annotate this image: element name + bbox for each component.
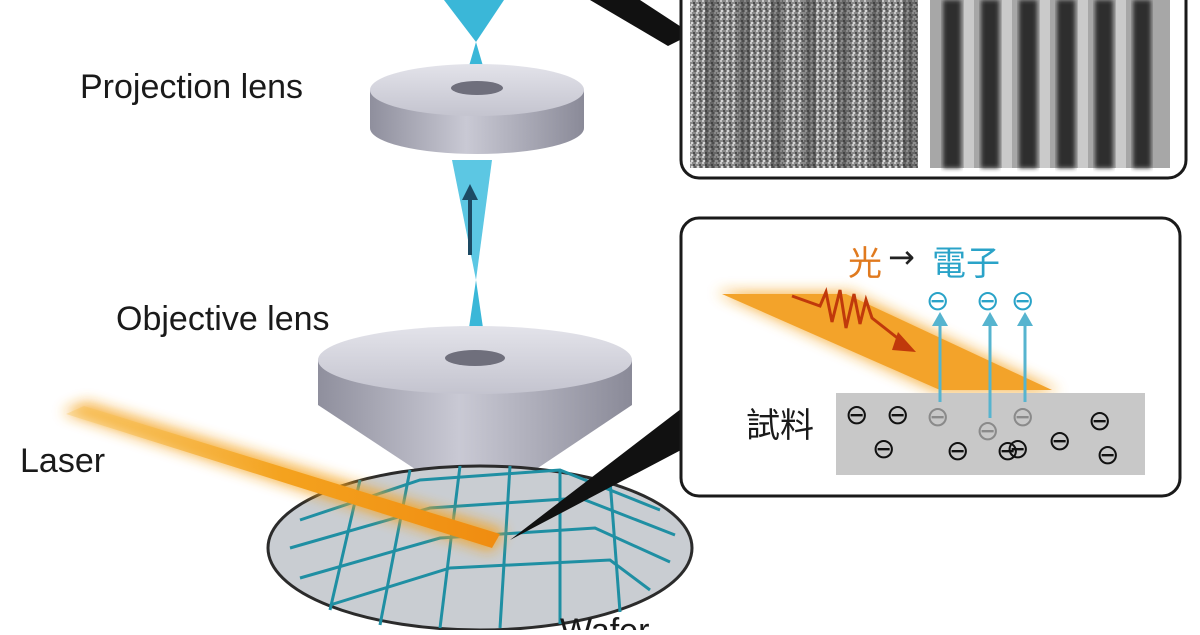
wafer-label: Wafer [560,612,649,630]
wafer-grid [289,465,676,629]
light-to-electron-arrow: → [888,238,915,276]
projection-lens-label: Projection lens [80,68,304,106]
upper-callout-pointer [590,0,692,46]
photon-wave [791,286,901,342]
sample-electron: ⊖ [1096,438,1120,471]
sample-electron: ⊖ [886,398,910,431]
sample-electron: ⊖ [1088,404,1112,437]
electron-label: 電子 [932,244,1000,284]
sample-electron: ⊖ [946,434,970,467]
objective-lens-label: Objective lens [116,300,330,338]
sample-electron: ⊖ [1048,424,1072,457]
sample-label: 試料 [746,406,814,446]
sample-electron: ⊖ [872,432,896,465]
laser-beam [62,402,505,552]
noisy-fringe-image [690,0,918,168]
emitted-electron: ⊖ [926,284,950,317]
sample-electron-leaving: ⊖ [926,400,950,433]
image-inset [679,0,1188,180]
clean-fringe-image [930,0,1170,168]
photoemission-inset [679,216,1182,498]
projection-lens [370,64,584,154]
emission-arrows [938,322,1027,418]
lower-callout-pointer [510,402,700,540]
emitted-electron: ⊖ [1011,284,1035,317]
sample-electron-leaving: ⊖ [1011,400,1035,433]
sample-electron: ⊖ [845,398,869,431]
sample-electron-leaving: ⊖ [976,414,1000,447]
sample-electron: ⊖ [1006,432,1030,465]
sample-electron: ⊖ [996,434,1020,467]
laser-label: Laser [20,442,106,480]
emitted-electron: ⊖ [976,284,1000,317]
light-label: 光 [848,244,882,284]
objective-lens [318,326,632,500]
